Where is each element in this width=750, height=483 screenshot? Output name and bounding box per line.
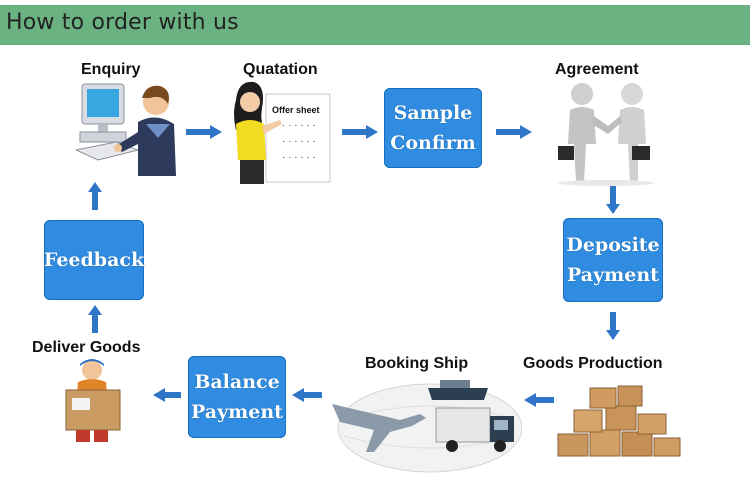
feedback-box: Feedback [44, 220, 144, 300]
arrow-up-icon [88, 182, 102, 210]
quatation-label: Quatation [243, 61, 318, 78]
svg-text:· · · · · ·: · · · · · · [282, 152, 316, 163]
feedback-line1: Feedback [43, 249, 145, 271]
sample-confirm-box: Sample Confirm [384, 88, 482, 168]
arrow-right-icon [496, 125, 532, 139]
cardboard-boxes-icon [557, 385, 681, 457]
balance-payment-line1: Balance [194, 371, 280, 393]
deposite-payment-box: Deposite Payment [563, 218, 663, 302]
arrow-left-icon [292, 388, 322, 402]
arrow-down-icon [606, 312, 620, 340]
header-bar: How to order with us [0, 5, 750, 45]
arrow-down-icon [606, 186, 620, 214]
delivery-man-icon [65, 359, 121, 442]
shipping-logistics-icon [332, 380, 522, 473]
handshake-icon [558, 83, 654, 186]
offer-sheet-icon: Offer sheet · · · · · · · · · · · · · · … [234, 81, 331, 184]
enquiry-label: Enquiry [81, 61, 141, 78]
balance-payment-line2: Payment [191, 401, 283, 423]
arrow-right-icon [186, 125, 222, 139]
sample-confirm-line2: Confirm [390, 132, 476, 154]
arrow-right-icon [342, 125, 378, 139]
deposite-payment-line2: Payment [567, 264, 659, 286]
arrow-up-icon [88, 305, 102, 333]
arrow-left-icon [524, 393, 554, 407]
booking-ship-label: Booking Ship [365, 355, 469, 372]
deposite-payment-line1: Deposite [566, 234, 660, 256]
arrow-left-icon [153, 388, 181, 402]
agreement-label: Agreement [555, 61, 639, 78]
sample-confirm-line1: Sample [393, 102, 473, 124]
page-title: How to order with us [6, 10, 239, 35]
goods-production-label: Goods Production [523, 355, 663, 372]
svg-text:· · · · · ·: · · · · · · [282, 136, 316, 147]
balance-payment-box: Balance Payment [188, 356, 286, 438]
computer-user-icon [76, 83, 176, 176]
offer-sheet-text: Offer sheet [272, 105, 320, 115]
deliver-goods-label: Deliver Goods [32, 339, 141, 356]
svg-text:· · · · · ·: · · · · · · [282, 120, 316, 131]
